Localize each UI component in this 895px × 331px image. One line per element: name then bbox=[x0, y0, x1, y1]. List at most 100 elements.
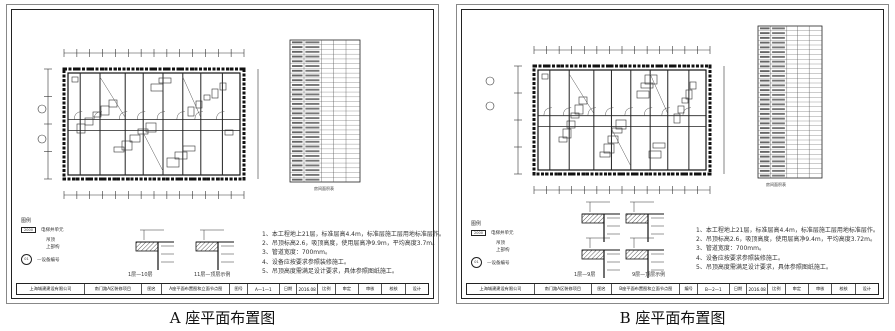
table-cell-text bbox=[292, 65, 303, 67]
column-marker bbox=[242, 177, 246, 181]
table-cell-text bbox=[305, 136, 320, 138]
table-cell-text bbox=[772, 36, 785, 39]
column-marker bbox=[126, 67, 130, 71]
fixture bbox=[195, 100, 203, 109]
section-label: 11层—顶层示例 bbox=[194, 272, 231, 278]
table-cell-text bbox=[305, 88, 320, 91]
stair-line bbox=[611, 128, 632, 167]
section-slab bbox=[625, 249, 649, 260]
title-cell: 图名 bbox=[592, 284, 613, 294]
legend-label: 上部构 bbox=[496, 248, 510, 253]
table-cell-text bbox=[305, 178, 320, 181]
fixture bbox=[211, 88, 219, 99]
note-line: 1、本工程地上21层，标准层高4.4m，标准层施工层用地标准层作。 bbox=[262, 231, 445, 238]
axis-bubble bbox=[37, 134, 47, 144]
column-marker bbox=[203, 67, 207, 71]
table-cell-text bbox=[305, 117, 320, 120]
column-marker bbox=[620, 172, 624, 176]
column-marker bbox=[178, 177, 182, 181]
table-cell-text bbox=[305, 150, 320, 153]
column-marker bbox=[658, 64, 662, 68]
table-cell-text bbox=[760, 89, 770, 92]
table-cell-text bbox=[760, 84, 770, 87]
table-cell-text bbox=[772, 108, 785, 111]
table-cell-text bbox=[305, 159, 320, 162]
table-cell-text bbox=[292, 173, 303, 176]
column-marker bbox=[582, 64, 586, 68]
column-marker bbox=[242, 67, 246, 71]
table-cell-text bbox=[305, 173, 320, 176]
column-marker bbox=[695, 172, 699, 176]
title-cell: 审核 bbox=[359, 284, 383, 294]
fixture bbox=[174, 151, 188, 160]
fixture bbox=[570, 112, 580, 119]
note-line: 4、设备应按要求参照装修施工。 bbox=[262, 258, 350, 266]
fixture bbox=[76, 123, 86, 134]
column-marker bbox=[165, 177, 169, 181]
table-cell-text bbox=[305, 50, 320, 53]
note-line: 2、吊顶标高2.6，吸顶高度，使用层高净9.4m，平均高度3.72m。 bbox=[696, 236, 876, 244]
door-swing bbox=[682, 107, 691, 116]
title-cell: 图名 bbox=[142, 284, 163, 294]
stair-line bbox=[568, 73, 595, 114]
column-marker bbox=[62, 67, 66, 71]
fixture bbox=[644, 74, 658, 85]
table-cell-text bbox=[772, 131, 785, 134]
column-marker bbox=[545, 64, 549, 68]
fixture bbox=[685, 89, 693, 100]
column-marker bbox=[708, 172, 712, 176]
table-cell-text bbox=[760, 174, 770, 177]
table-cell-text bbox=[305, 46, 320, 49]
title-cell: 上海城建建设有限公司 bbox=[17, 284, 85, 294]
door-swing bbox=[624, 107, 633, 116]
note-line: 3、管道宽度：700mm。 bbox=[262, 249, 331, 257]
column-marker bbox=[126, 177, 130, 181]
table-cell-text bbox=[760, 36, 770, 39]
table-cell-text bbox=[305, 102, 320, 105]
table-cell-text bbox=[772, 155, 785, 158]
legend-box-symbol: 2000 bbox=[471, 230, 486, 236]
column-marker bbox=[88, 67, 92, 71]
door-swing bbox=[661, 107, 670, 116]
column-marker bbox=[557, 64, 561, 68]
table-cell-text bbox=[772, 150, 785, 153]
fixture bbox=[611, 127, 623, 134]
fixture bbox=[541, 73, 549, 80]
fixture bbox=[92, 111, 102, 118]
door-swing bbox=[93, 111, 103, 120]
table-cell-text bbox=[772, 136, 785, 139]
column-marker bbox=[570, 64, 574, 68]
table-cell-text bbox=[305, 79, 320, 82]
table-cell-text bbox=[305, 155, 320, 157]
stair-line bbox=[142, 132, 164, 172]
legend-box-symbol: 2000 bbox=[21, 227, 36, 233]
legend-row-equipment: 01 —设备编号 bbox=[471, 257, 510, 268]
column-marker bbox=[695, 64, 699, 68]
door-swing bbox=[216, 111, 225, 120]
title-cell: 日期 bbox=[730, 284, 748, 294]
legend-label: —设备编号 bbox=[487, 260, 510, 266]
column-marker bbox=[113, 67, 117, 71]
table-cell-text bbox=[292, 126, 303, 129]
table-cell-text bbox=[305, 112, 320, 115]
fixture bbox=[673, 113, 681, 124]
table-cell-text bbox=[305, 55, 320, 58]
door-swing bbox=[587, 107, 596, 116]
inner-wall bbox=[537, 69, 707, 171]
title-cell: 设计 bbox=[862, 286, 872, 291]
fixture bbox=[566, 120, 576, 129]
table-cell-text bbox=[305, 140, 320, 143]
table-cell-text bbox=[772, 122, 785, 125]
fixture bbox=[677, 105, 685, 114]
table-cell-text bbox=[292, 69, 303, 72]
table-cell-text bbox=[772, 160, 785, 163]
legend-row-unit: 2000 电梯井单元 bbox=[471, 230, 514, 236]
legend-title: 图例 bbox=[471, 221, 482, 227]
table-cell-text bbox=[772, 79, 785, 82]
sheet-inner-frame bbox=[11, 9, 434, 299]
column-marker bbox=[62, 177, 66, 181]
column-marker bbox=[229, 67, 233, 71]
table-cell-text bbox=[772, 65, 785, 68]
table-cell-text bbox=[305, 60, 320, 63]
title-cell: B座平面布置图和立面节点图 bbox=[612, 284, 681, 294]
